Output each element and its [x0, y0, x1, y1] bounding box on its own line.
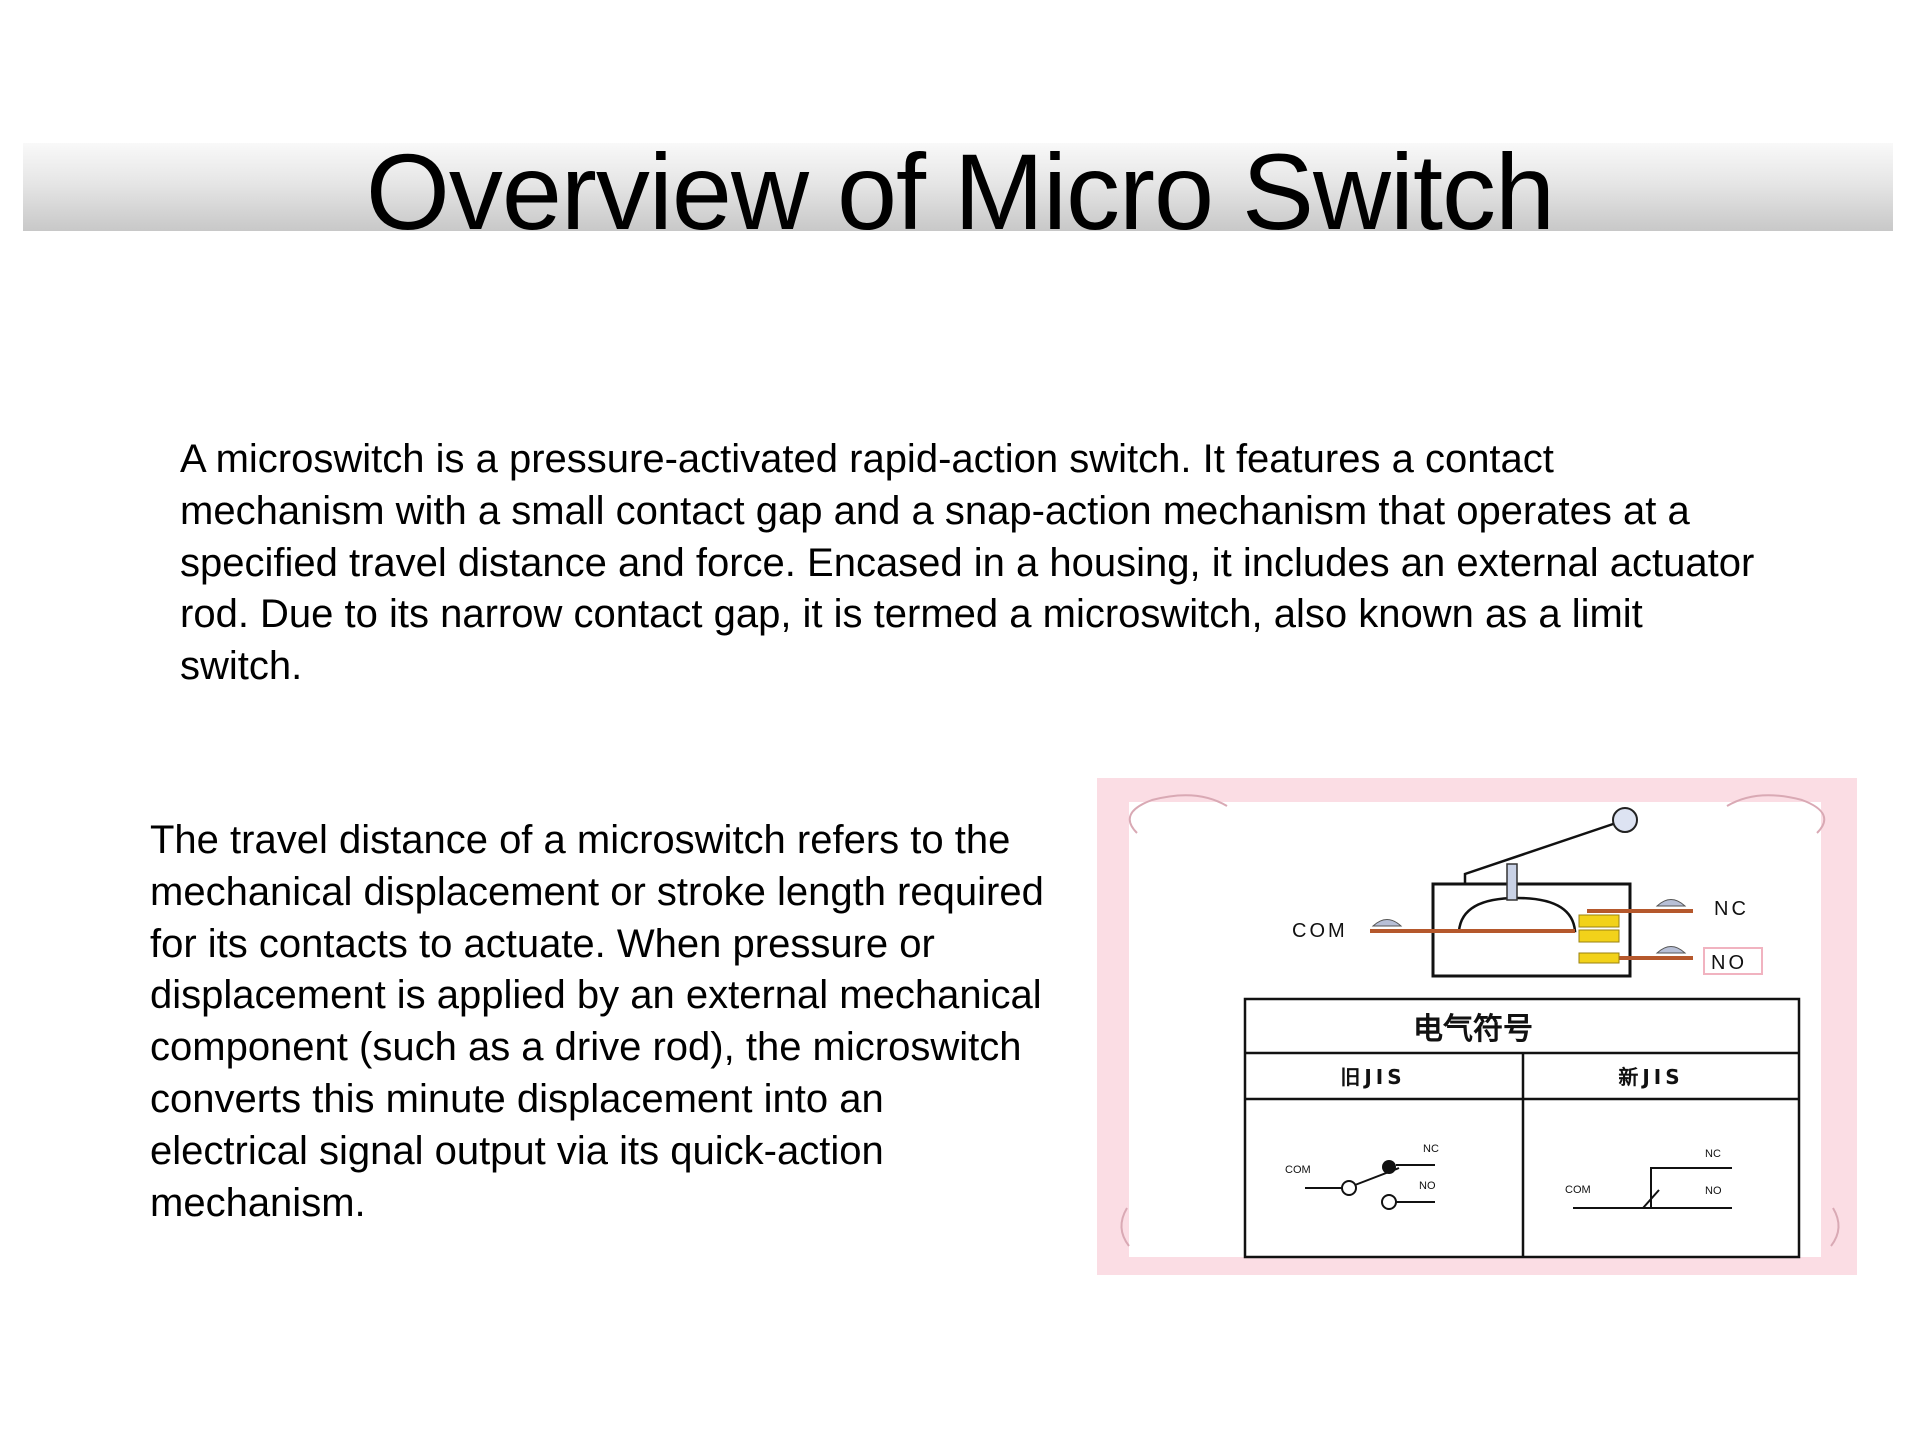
old-no-label: NO [1419, 1180, 1436, 1192]
new-jis-header: 新JIS [1618, 1065, 1683, 1089]
old-nc-label: NC [1423, 1143, 1439, 1155]
title-bar [23, 143, 1893, 231]
intro-paragraph: A microswitch is a pressure-activated ra… [180, 437, 1755, 689]
no-label-box [1703, 947, 1763, 975]
lever-roller [1612, 807, 1638, 833]
travel-paragraph: The travel distance of a microswitch ref… [150, 818, 1044, 1225]
old-jis-header: 旧JIS [1340, 1065, 1405, 1089]
new-nc-label: NC [1705, 1148, 1721, 1160]
old-com-label: COM [1285, 1164, 1311, 1176]
corner-curl-top-left [1128, 794, 1228, 834]
com-terminal [1371, 919, 1403, 927]
nc-label: NC [1714, 898, 1749, 920]
diagram-canvas: COM NC NO 电气符号 旧JIS 新JIS COM NC NO [1120, 794, 1840, 1259]
no-label: NO [1711, 952, 1747, 974]
actuator-lever [1463, 818, 1626, 884]
slide-title: Overview of Micro Switch [365, 131, 1555, 252]
corner-curl-bottom-left [1120, 1207, 1130, 1247]
symbol-table-header: 电气符号 [1413, 1012, 1533, 1047]
no-terminal [1655, 946, 1687, 954]
plunger [1506, 863, 1518, 901]
fixed-contact-no [1578, 952, 1620, 964]
old-com-node [1341, 1180, 1357, 1196]
new-no-label: NO [1705, 1185, 1722, 1197]
moving-contact-upper [1578, 914, 1620, 928]
new-nc-contact [1650, 1167, 1677, 1208]
old-nc-node [1382, 1160, 1396, 1174]
moving-contact-lower [1578, 929, 1620, 943]
new-switch-blade [1642, 1189, 1660, 1209]
old-no-node [1381, 1194, 1397, 1210]
corner-curl-top-right [1726, 794, 1826, 834]
com-label: COM [1292, 920, 1348, 942]
new-com-label: COM [1565, 1184, 1591, 1196]
corner-curl-bottom-right [1830, 1207, 1840, 1247]
nc-terminal [1655, 899, 1687, 907]
micro-switch-diagram: COM NC NO 电气符号 旧JIS 新JIS COM NC NO [1097, 778, 1857, 1275]
